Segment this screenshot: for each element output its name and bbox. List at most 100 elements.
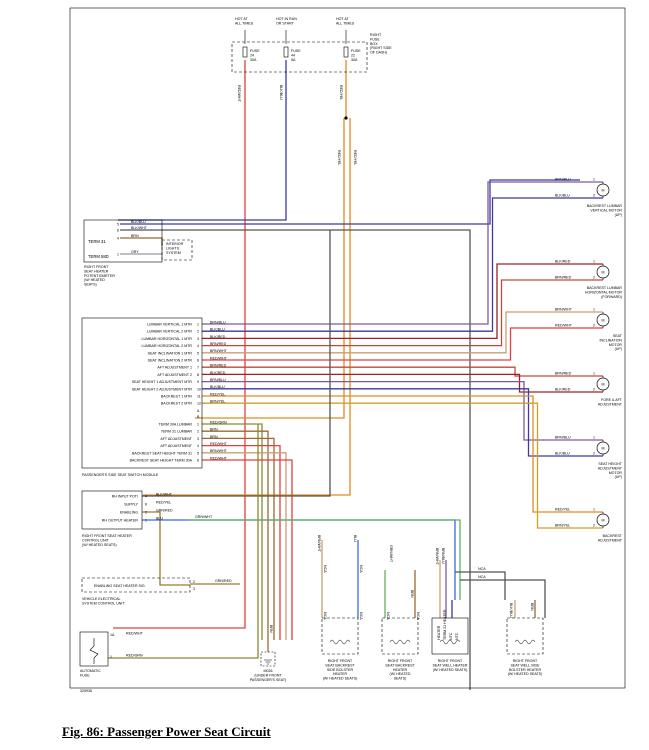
motor-wire-tag-2: RED/WHT bbox=[555, 324, 573, 328]
switch-b-wire-tag: BRN bbox=[210, 428, 218, 432]
vehicle-electrical-control-unit bbox=[81, 577, 191, 593]
figure-caption: Fig. 86: Passenger Power Seat Circuit bbox=[62, 724, 271, 739]
pot-pin: 4 bbox=[117, 236, 119, 240]
pot-pin: 1 bbox=[117, 252, 119, 256]
tag-fuse44: BLK/BLU bbox=[279, 85, 283, 100]
wire-to-motor bbox=[202, 279, 603, 347]
interior-lights-box bbox=[161, 239, 193, 261]
motor-pin-1: 1 bbox=[593, 308, 595, 312]
vesc-label: ENABLING SEAT HEATER SIG. bbox=[94, 584, 146, 588]
motor-symbol: M bbox=[602, 447, 605, 451]
switch-b-wire-tag: BRN/WHT bbox=[210, 449, 228, 453]
switch-b-number: 3 bbox=[197, 437, 199, 441]
motor-pin-1: 1 bbox=[593, 260, 595, 264]
switch-pin-label: SEAT HEIGHT 1 ADJUSTMENT MTR bbox=[132, 380, 193, 384]
motor-wire-tag-2: BLK/BLU bbox=[555, 452, 570, 456]
auto-fuse-pin: 1 bbox=[110, 655, 112, 659]
heater-unit-label: RH INPUT POTI bbox=[112, 495, 138, 499]
pot-wire-tag: GRY bbox=[131, 250, 139, 254]
wire-to-motor bbox=[202, 366, 603, 377]
tag-fuse24: RED/WHT bbox=[237, 85, 241, 103]
wire-to-motor bbox=[202, 311, 603, 354]
wire-to-motor bbox=[202, 181, 603, 325]
heater-wire-tag: BRN bbox=[530, 603, 534, 611]
motor-wire-tag-2: BLK/BLU bbox=[555, 194, 570, 198]
heater-element-icon bbox=[514, 639, 536, 645]
motor-pin-2: 2 bbox=[593, 452, 595, 456]
seat-heater-pin: TERM 31 HEATER bbox=[443, 609, 447, 640]
heater-unit-wire-tag: BLU bbox=[156, 516, 163, 520]
switch-section-b: B bbox=[197, 415, 200, 419]
splice-dot bbox=[344, 116, 348, 120]
heater-unit-pin: 2 bbox=[145, 511, 147, 515]
nca-tag: NCA bbox=[359, 612, 363, 620]
wire-rh-input bbox=[142, 230, 331, 497]
switch-pin-number: 6 bbox=[197, 359, 199, 363]
heater-wire-tag: BRN bbox=[410, 590, 414, 598]
tag-red-yel-b: RED/YEL bbox=[353, 150, 357, 165]
auto-fuse-pin: 1A bbox=[110, 633, 115, 637]
wire-nca-a bbox=[455, 571, 506, 600]
switch-pin-number: 10 bbox=[197, 387, 201, 391]
switch-pin-number: 12 bbox=[197, 402, 201, 406]
motor-pin-1: 1 bbox=[593, 178, 595, 182]
switch-module-caption: PASSENGER'S SIDE SEAT SWITCH MODULE bbox=[82, 473, 159, 477]
switch-pin-number: 7 bbox=[197, 366, 199, 370]
heater-wire-tag: BLU bbox=[353, 535, 357, 542]
seat-heater-box bbox=[321, 617, 359, 655]
seat-heater-pin: HEATER bbox=[437, 625, 441, 640]
switch-wire-tag: BRN/RED bbox=[210, 364, 227, 368]
wire-to-motor bbox=[202, 388, 603, 457]
seat-heater-control-unit bbox=[81, 490, 143, 530]
diagram-frame bbox=[69, 7, 626, 689]
component-layer bbox=[69, 7, 626, 689]
vesc-pin-3: 3 bbox=[193, 587, 195, 591]
heater-wire-tag: BRN/WHT bbox=[317, 535, 321, 553]
motor-symbol: M bbox=[602, 519, 605, 523]
document-id: 325936 bbox=[80, 689, 92, 693]
vesc-pin-2: 2 bbox=[193, 580, 195, 584]
motor-wire-tag-1: BRN/RED bbox=[555, 372, 572, 376]
wire-section-b bbox=[202, 437, 275, 640]
auto-fuse-icon bbox=[89, 638, 99, 664]
seat-heater-potentiometer bbox=[83, 219, 163, 263]
wire-auto-fuse-out bbox=[108, 424, 259, 659]
feed-fuse44 bbox=[118, 60, 287, 221]
heater-wire-tag: BRN/BLU bbox=[441, 548, 445, 564]
heater-unit-pin: 4 bbox=[145, 495, 147, 499]
nca-tag: NCA bbox=[323, 565, 327, 573]
seat-heater-pin: NTC bbox=[455, 632, 459, 640]
switch-wire-tag: BLK/RED bbox=[210, 371, 226, 375]
switch-b-number: 2 bbox=[197, 430, 199, 434]
wire-to-motor bbox=[202, 327, 603, 361]
nca-tag: NCA bbox=[416, 612, 420, 620]
switch-b-label: BACKREST SEAT HEIGHT TERM 30A bbox=[130, 459, 193, 463]
motor-symbol: M bbox=[602, 189, 605, 193]
feed-red-yel-a bbox=[195, 118, 345, 419]
motor-wire-tag-1: BLK/RED bbox=[555, 260, 571, 264]
heater-wire-tag: GRN/WHT bbox=[389, 545, 393, 563]
wire-pot-4 bbox=[120, 237, 163, 246]
wire-to-motor bbox=[202, 380, 603, 441]
switch-b-number: 1 bbox=[197, 423, 199, 427]
fuse-icon bbox=[343, 46, 349, 58]
wire-grn-wht bbox=[190, 519, 461, 600]
motor-pin-2: 2 bbox=[593, 194, 595, 198]
switch-pin-label: LUMBAR HORIZONTAL 1 MTR bbox=[141, 337, 192, 341]
switch-wire-tag: BRN/YEL bbox=[210, 400, 225, 404]
switch-pin-label: AFT ADJUSTMENT 2 bbox=[157, 373, 192, 377]
pot-pin: 5 bbox=[117, 222, 119, 226]
switch-b-number: 6 bbox=[197, 459, 199, 463]
feed-fuse24 bbox=[113, 60, 246, 629]
pot-term58d: TERM 58D bbox=[88, 254, 109, 259]
motor-pin-1: 1 bbox=[593, 436, 595, 440]
motor-wire-tag-1: BRN/BLU bbox=[555, 178, 571, 182]
